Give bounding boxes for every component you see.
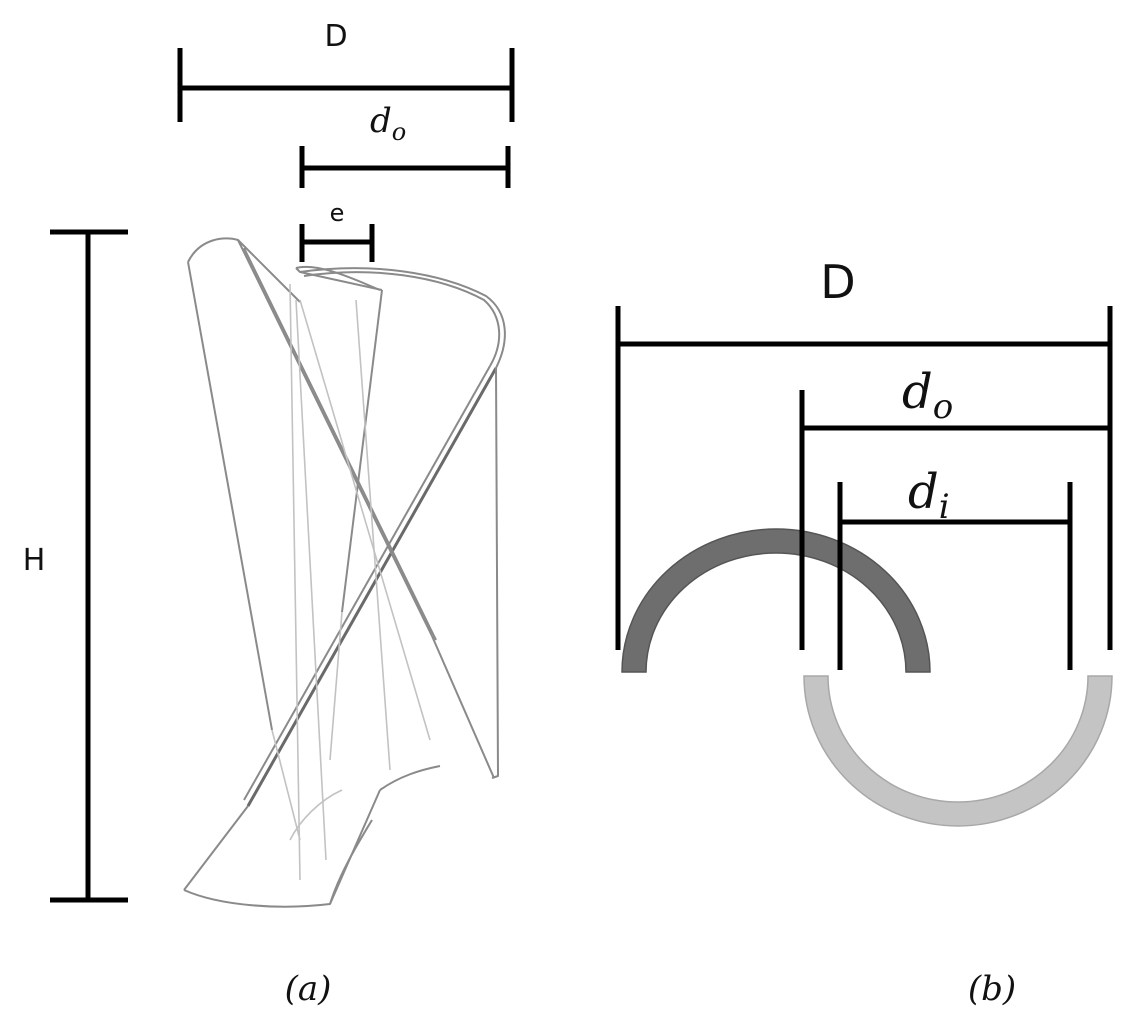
label-di: di [908, 464, 950, 527]
panel-b: D do di (b) [615, 255, 1113, 1009]
label-do-a-sub: o [392, 118, 406, 146]
label-e: e [330, 199, 345, 227]
dimension-D-b: D [615, 255, 1113, 650]
panel-a: D do e H [23, 19, 515, 1009]
label-do-b-sub: o [933, 387, 953, 427]
label-D-a: D [324, 19, 347, 54]
dimension-do-a: do [299, 101, 511, 188]
label-di-base: d [908, 464, 939, 520]
label-do-b-base: d [902, 364, 933, 420]
label-do-a: do [370, 101, 406, 146]
dimension-e: e [299, 199, 375, 262]
dimension-D-a: D [177, 19, 515, 122]
label-D-b: D [820, 255, 855, 309]
label-di-sub: i [939, 487, 950, 527]
label-do-b: do [902, 364, 953, 427]
label-do-a-base: d [370, 101, 392, 141]
upper-bucket [621, 528, 931, 673]
caption-a: (a) [285, 969, 332, 1009]
dimension-do-b: do [799, 364, 1108, 650]
dimension-H: H [23, 229, 128, 903]
helical-rotor-sketch [183, 237, 506, 908]
lower-bucket [803, 675, 1113, 827]
caption-b: (b) [968, 969, 1016, 1009]
label-H: H [23, 543, 46, 578]
